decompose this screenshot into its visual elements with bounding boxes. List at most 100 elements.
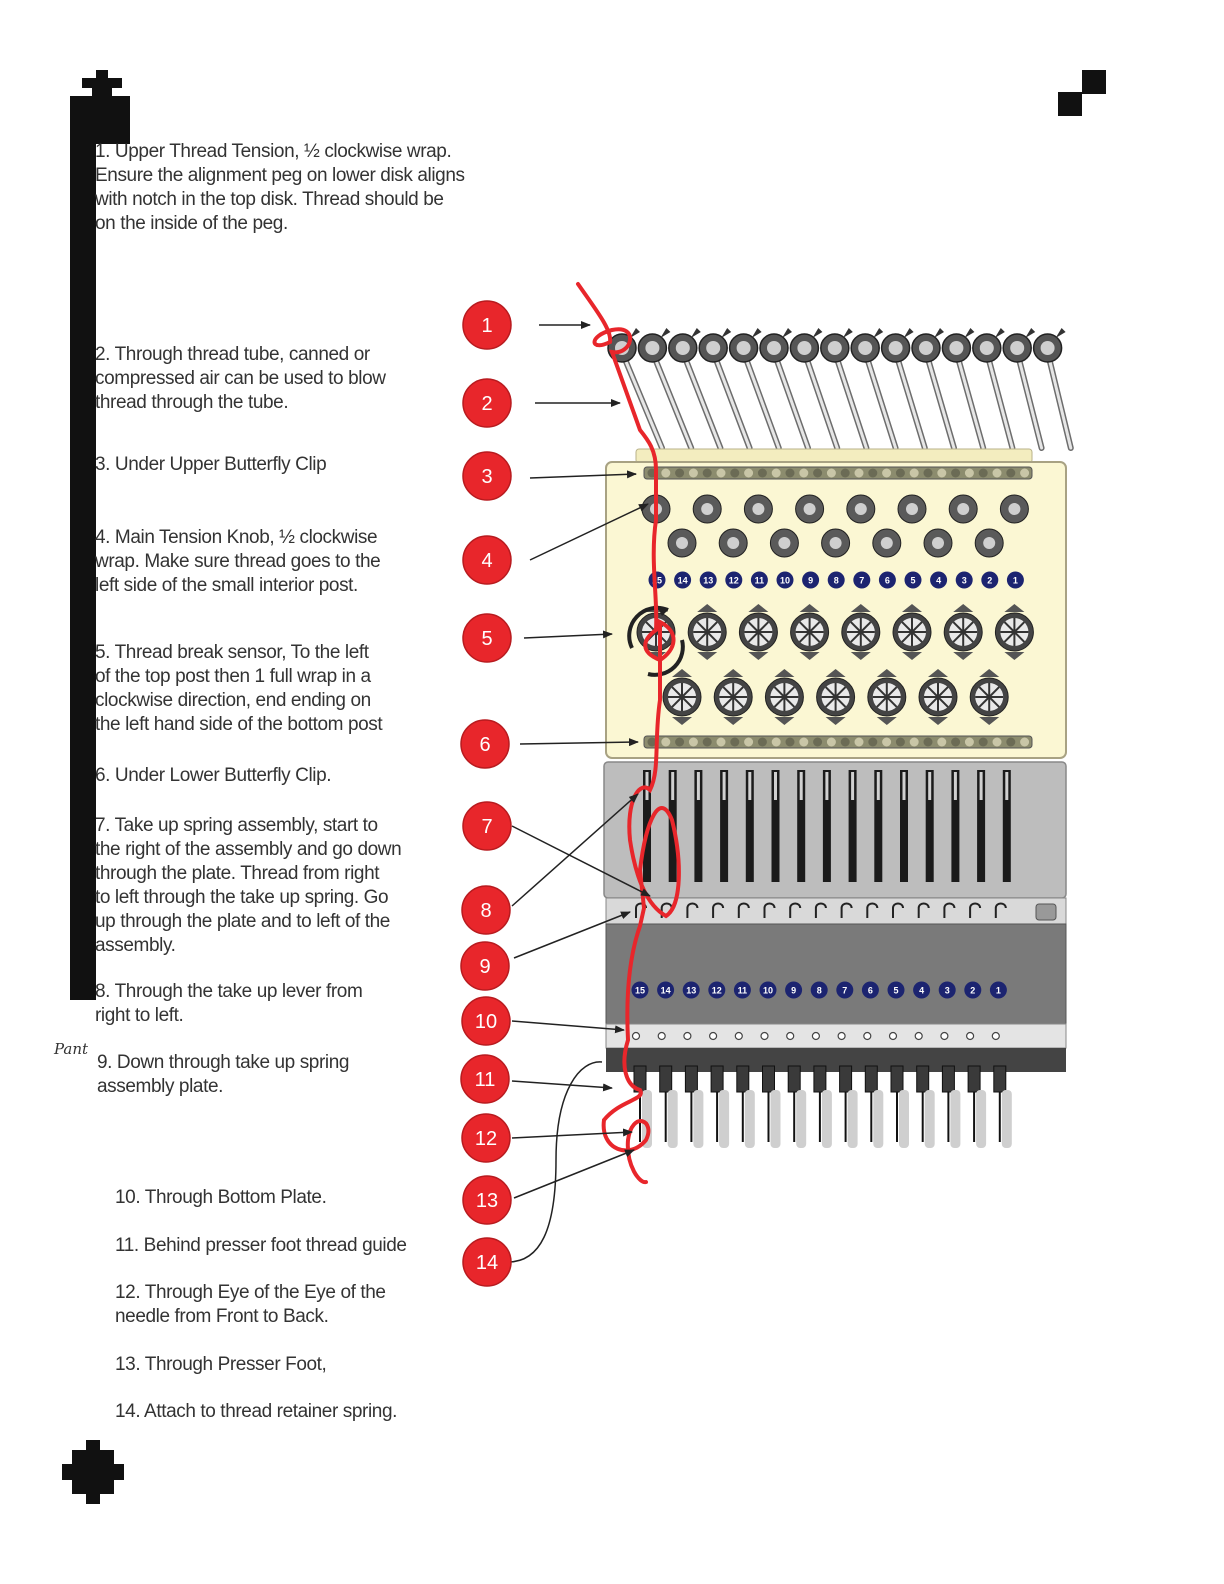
needle-clamp — [916, 1065, 930, 1093]
clip-bead — [964, 468, 974, 478]
callout-number: 10 — [475, 1011, 497, 1033]
thread-tube-core — [1046, 350, 1073, 450]
callout-marker — [462, 451, 512, 501]
sensor-spoke — [886, 696, 898, 708]
upper-tension-disc-center — [797, 341, 812, 355]
bottom-plate-hole — [760, 1031, 769, 1041]
clip-bead — [840, 468, 850, 478]
sensor-spoke — [850, 631, 862, 643]
presser-foot — [1001, 1090, 1012, 1148]
sensor-spoke — [962, 621, 974, 633]
clip-bead — [661, 468, 671, 478]
sensor-spoke — [988, 686, 1000, 698]
sensor-spoke — [783, 696, 796, 708]
take-up-lever-slot — [745, 770, 754, 882]
upper-tension-disc-center — [858, 341, 873, 355]
take-up-spring — [763, 902, 776, 918]
callout-number: 3 — [481, 466, 492, 488]
needle-number-badge — [989, 981, 1007, 999]
bottom-plate-hole — [914, 1031, 923, 1041]
clip-bead — [923, 737, 933, 747]
sensor-spoke — [850, 621, 862, 633]
clip-bead — [716, 737, 726, 747]
thread-tube-core — [924, 350, 956, 450]
clip-bead — [868, 468, 878, 478]
needle-number-badge — [750, 571, 768, 589]
clip-bar — [643, 466, 1033, 480]
sensor-spoke — [798, 631, 811, 643]
clip-bead — [813, 737, 823, 747]
callout-number: 5 — [481, 628, 492, 650]
footer-script-text: Pant — [54, 1040, 89, 1058]
callout-marker — [460, 941, 510, 991]
callout-marker — [462, 378, 512, 428]
upper-tension-peg — [721, 328, 732, 338]
main-tension-knob-center — [880, 537, 893, 549]
needle-number-badge — [810, 981, 828, 999]
clip-bead — [992, 737, 1002, 747]
needle-number-label: 11 — [738, 986, 748, 996]
upper-tension-peg — [630, 328, 640, 338]
step-10-text: 10. Through Bottom Plate. — [115, 1187, 327, 1208]
callout-marker — [461, 885, 511, 935]
needle-number-label: 14 — [678, 576, 688, 586]
needle-number-label: 1 — [1013, 576, 1018, 586]
needle-clamp — [762, 1065, 775, 1093]
clip-bead — [826, 737, 836, 747]
step-14-text: 14. Attach to thread retainer spring. — [115, 1401, 397, 1422]
main-tension-knob-center — [803, 503, 816, 515]
take-up-lever-slot — [900, 770, 908, 882]
callout-leader — [523, 630, 613, 639]
callout-marker — [461, 996, 511, 1046]
sensor-spoke — [927, 686, 939, 698]
sensor-spoke — [901, 621, 913, 633]
step-1-text: 1. Upper Thread Tension, ½ clockwise wra… — [95, 141, 465, 234]
step-13-text: 13. Through Presser Foot, — [115, 1354, 327, 1375]
needle-number-label: 11 — [755, 576, 765, 586]
needle-number-badge — [827, 571, 845, 589]
upper-tension-disc-center — [767, 341, 781, 355]
bottom-plate-hole — [811, 1031, 821, 1041]
needle-case-front — [605, 923, 1067, 1025]
upper-tension-disc-center — [645, 341, 660, 355]
take-up-lever-slot — [951, 770, 960, 882]
clip-bead — [757, 468, 767, 478]
callout-leader — [513, 1149, 635, 1199]
presser-foot — [899, 1090, 909, 1148]
needle-number-label: 15 — [635, 986, 645, 996]
callout-marker — [462, 535, 512, 585]
upper-tension-disc-center — [888, 341, 903, 355]
upper-tension-disc-center — [979, 341, 994, 355]
callout-leader — [511, 1020, 625, 1034]
take-up-spring — [917, 902, 930, 918]
upper-tension-peg — [842, 328, 853, 338]
sensor-spoke — [681, 686, 693, 698]
take-up-lever-eye — [774, 772, 777, 800]
clip-bead — [675, 468, 685, 478]
needle-number-badge — [904, 571, 922, 589]
needle-number-label: 9 — [808, 576, 813, 586]
sensor-spoke — [757, 621, 770, 633]
needle-bars — [633, 1065, 1012, 1148]
needle-number-badge — [955, 571, 973, 589]
thread-tube-core — [681, 350, 722, 450]
presser-foot — [719, 1090, 730, 1148]
callout-number: 7 — [481, 816, 492, 838]
clip-bead — [744, 468, 754, 478]
main-tension-knob-center — [727, 537, 740, 549]
callout-leader — [511, 793, 639, 907]
callout-leader — [511, 1128, 633, 1139]
clip-bead — [937, 468, 947, 478]
presser-foot — [821, 1090, 832, 1148]
upper-tension-disc-center — [675, 341, 690, 355]
needle-clamp — [787, 1065, 801, 1093]
sensor-spoke — [1013, 631, 1026, 643]
needle-number-label: 6 — [868, 986, 873, 996]
callout-leader-lines — [511, 321, 651, 1199]
take-up-springs — [635, 902, 1057, 921]
take-up-lever-slot — [848, 770, 857, 882]
needle-number-label: 7 — [859, 576, 864, 586]
take-up-lever-eye — [928, 772, 932, 800]
